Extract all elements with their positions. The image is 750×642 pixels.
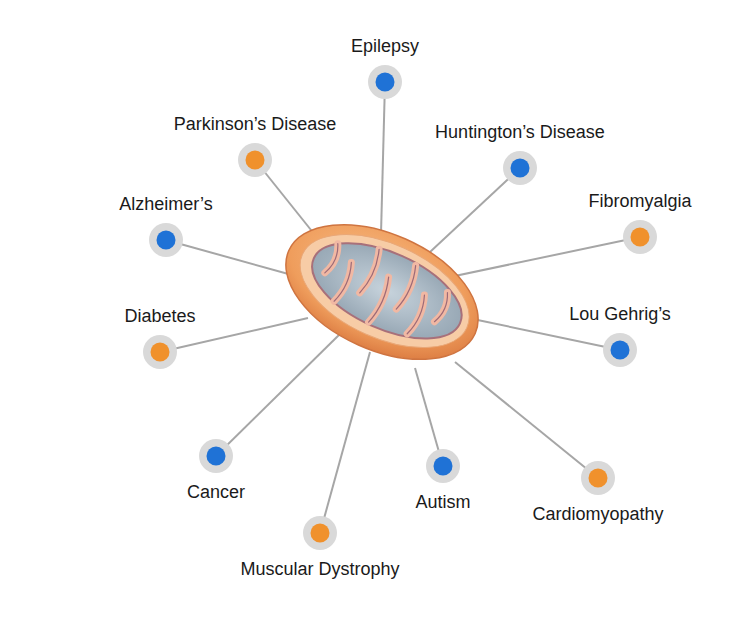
- disease-label: Epilepsy: [349, 35, 421, 57]
- crista-fold: [334, 262, 355, 302]
- crista-line: [334, 262, 355, 302]
- disease-node: Lou Gehrig’s: [567, 303, 673, 369]
- dot-core: [246, 151, 265, 170]
- cristae: [314, 233, 456, 348]
- disease-node: Huntington’s Disease: [433, 121, 607, 187]
- crista-fold: [407, 295, 428, 335]
- marker-dot: [197, 437, 235, 475]
- outer-membrane: [265, 198, 499, 387]
- crista-fold: [360, 249, 383, 294]
- crista-line: [369, 277, 393, 324]
- dot-core: [433, 457, 452, 476]
- dot-ring: [426, 449, 460, 483]
- marker-dot: [424, 447, 462, 485]
- dot-ring: [581, 461, 615, 495]
- disease-node: Parkinson’s Disease: [172, 113, 339, 179]
- disease-node: Muscular Dystrophy: [238, 514, 401, 580]
- dot-core: [310, 524, 329, 543]
- marker-dot: [236, 141, 274, 179]
- marker-dot: [301, 514, 339, 552]
- disease-label: Diabetes: [122, 305, 197, 327]
- crista-fold: [434, 293, 451, 324]
- crista-fold: [369, 277, 393, 324]
- dot-core: [589, 469, 608, 488]
- crista-line: [407, 295, 428, 335]
- crista-line: [360, 249, 383, 294]
- leader-lines: [160, 82, 640, 533]
- dot-ring: [149, 223, 183, 257]
- dot-ring: [368, 65, 402, 99]
- crista-line: [325, 244, 342, 275]
- leader-line: [216, 332, 342, 456]
- disease-label: Cancer: [185, 481, 247, 503]
- crista-line: [434, 293, 451, 324]
- marker-dot: [579, 459, 617, 497]
- disease-label: Parkinson’s Disease: [172, 113, 339, 135]
- dot-ring: [143, 335, 177, 369]
- dot-ring: [199, 439, 233, 473]
- leader-line: [320, 352, 370, 533]
- disease-label: Fibromyalgia: [586, 190, 693, 212]
- dot-core: [150, 343, 169, 362]
- disease-label: Muscular Dystrophy: [238, 558, 401, 580]
- marker-dot: [141, 333, 179, 371]
- crista-line: [396, 266, 419, 311]
- disease-node: Fibromyalgia: [586, 190, 693, 256]
- marker-dot: [621, 218, 659, 256]
- dot-ring: [603, 333, 637, 367]
- dot-ring: [623, 220, 657, 254]
- dot-ring: [503, 151, 537, 185]
- leader-line: [166, 240, 292, 275]
- dot-core: [375, 73, 394, 92]
- leader-line: [455, 362, 598, 478]
- dot-core: [630, 228, 649, 247]
- disease-node: Cardiomyopathy: [530, 459, 665, 525]
- disease-label: Autism: [413, 491, 472, 513]
- disease-node: Alzheimer’s: [117, 193, 214, 259]
- disease-label: Cardiomyopathy: [530, 503, 665, 525]
- crista-fold: [396, 266, 419, 311]
- disease-node: Diabetes: [122, 305, 197, 371]
- disease-label: Alzheimer’s: [117, 193, 214, 215]
- marker-dot: [366, 63, 404, 101]
- marker-dot: [147, 221, 185, 259]
- cristae-outline: [314, 233, 456, 348]
- dot-ring: [238, 143, 272, 177]
- dot-core: [207, 447, 226, 466]
- disease-node: Cancer: [185, 437, 247, 503]
- intermembrane-space: [283, 211, 486, 370]
- matrix: [298, 224, 475, 359]
- disease-label: Huntington’s Disease: [433, 121, 607, 143]
- mitochondrion: [265, 198, 499, 387]
- disease-label: Lou Gehrig’s: [567, 303, 673, 325]
- disease-node: Epilepsy: [349, 35, 421, 101]
- dot-core: [511, 159, 530, 178]
- dot-core: [157, 231, 176, 250]
- dot-ring: [303, 516, 337, 550]
- dot-core: [610, 341, 629, 360]
- disease-node: Autism: [413, 447, 472, 513]
- marker-dot: [601, 331, 639, 369]
- crista-fold: [325, 244, 342, 275]
- marker-dot: [501, 149, 539, 187]
